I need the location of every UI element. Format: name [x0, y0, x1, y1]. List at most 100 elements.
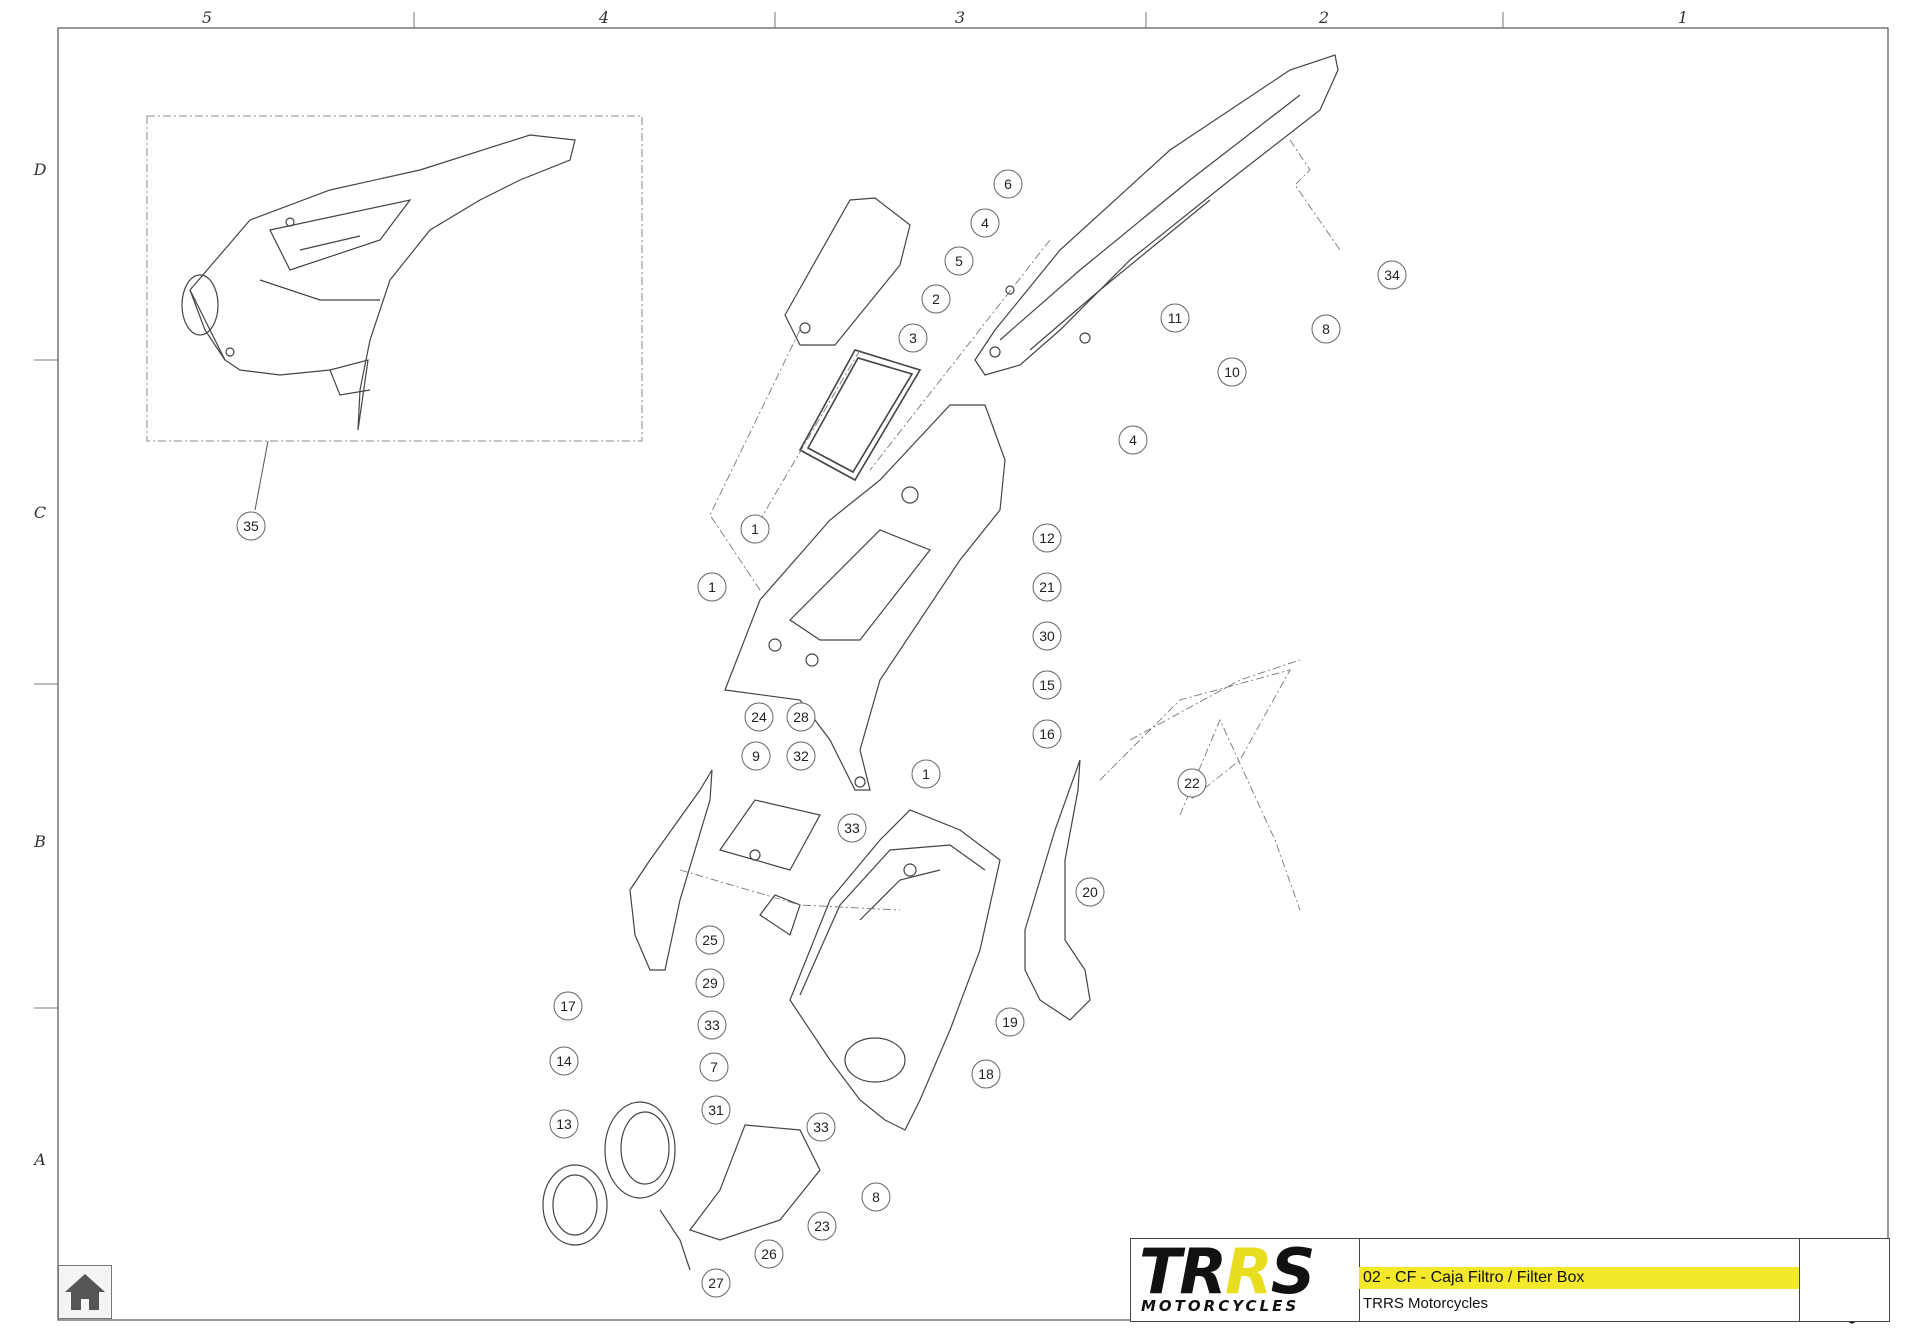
callout-text: 19 [1002, 1014, 1018, 1030]
logo-subtitle: MOTORCYCLES [1141, 1297, 1300, 1315]
callout-text: 8 [1322, 321, 1330, 337]
callout-bubble[interactable]: 19 [995, 1007, 1025, 1037]
callout-bubble[interactable]: 11 [1160, 303, 1190, 333]
callout-text: 28 [793, 709, 809, 725]
callout-text: 1 [708, 579, 716, 595]
callout-bubble[interactable]: 3 [898, 323, 928, 353]
callout-bubble[interactable]: 8 [861, 1182, 891, 1212]
grid-row-label: C [33, 503, 47, 522]
callout-bubble[interactable]: 20 [1075, 877, 1105, 907]
callout-bubble[interactable]: 14 [549, 1046, 579, 1076]
callout-text: 12 [1039, 530, 1055, 546]
callout-text: 15 [1039, 677, 1055, 693]
callout-bubble[interactable]: 23 [807, 1211, 837, 1241]
callout-text: 7 [710, 1059, 718, 1075]
callout-text: 29 [702, 975, 718, 991]
filter-gasket [798, 349, 922, 482]
callout-bubble[interactable]: 26 [754, 1239, 784, 1269]
air-filter-parts [542, 1101, 821, 1271]
callout-bubble[interactable]: 15 [1032, 670, 1062, 700]
grid-ticks [34, 12, 1504, 1009]
callout-bubble[interactable]: 6 [993, 169, 1023, 199]
callout-text: 4 [1129, 432, 1137, 448]
callout-bubble[interactable]: 4 [970, 208, 1000, 238]
title-block: TRRS MOTORCYCLES 02 - CF - Caja Filtro /… [1130, 1238, 1890, 1322]
callout-bubble[interactable]: 1 [697, 572, 727, 602]
home-button[interactable] [58, 1265, 112, 1319]
callout-bubble[interactable]: 34 [1377, 260, 1407, 290]
callout-bubble[interactable]: 8 [1311, 314, 1341, 344]
logo-wordmark: TRRS [1139, 1235, 1315, 1308]
callout-text: 24 [751, 709, 767, 725]
grid-column-label: 3 [954, 8, 966, 27]
callout-bubble[interactable]: 24 [744, 702, 774, 732]
callout-text: 20 [1082, 884, 1098, 900]
callout-bubble[interactable]: 4 [1118, 425, 1148, 455]
grid-row-label: A [34, 1150, 46, 1169]
callout-text: 22 [1184, 775, 1200, 791]
callout-bubble[interactable]: 30 [1032, 621, 1062, 651]
drawing-frame [57, 27, 1889, 1321]
callout-text: 34 [1384, 267, 1400, 283]
callout-text: 6 [1004, 176, 1012, 192]
callout-bubble[interactable]: 12 [1032, 523, 1062, 553]
callout-text: 13 [556, 1116, 572, 1132]
right-side-panel [1024, 759, 1091, 1021]
callout-text: 14 [556, 1053, 572, 1069]
grid-column-label: 4 [598, 8, 610, 27]
left-side-panel [629, 769, 713, 971]
callout-bubble[interactable]: 27 [701, 1268, 731, 1298]
callout-bubble[interactable]: 21 [1032, 572, 1062, 602]
trrs-logo: TRRS MOTORCYCLES [1131, 1239, 1360, 1321]
callout-text: 17 [560, 998, 576, 1014]
assembled-filter-box [181, 134, 576, 431]
callout-text: 2 [932, 291, 940, 307]
callout-text: 33 [844, 820, 860, 836]
callout-text: 35 [243, 518, 259, 534]
callout-bubble[interactable]: 1 [911, 759, 941, 789]
callout-bubble[interactable]: 25 [695, 925, 725, 955]
callout-bubble[interactable]: 7 [699, 1052, 729, 1082]
assembly-inset-box [146, 115, 643, 442]
callout-text: 5 [955, 253, 963, 269]
callout-bubble[interactable]: 17 [553, 991, 583, 1021]
callout-bubble[interactable]: 18 [971, 1059, 1001, 1089]
rear-fender [974, 54, 1339, 376]
callout-text: 1 [751, 521, 759, 537]
brand-cell [1799, 1239, 1890, 1321]
callout-bubble[interactable]: 32 [786, 741, 816, 771]
grid-column-label: 2 [1318, 8, 1330, 27]
callout-text: 10 [1224, 364, 1240, 380]
callout-bubble[interactable]: 35 [236, 511, 266, 541]
callout-bubble[interactable]: 28 [786, 702, 816, 732]
inner-bracket-plate [719, 799, 821, 936]
grid-row-label: D [33, 160, 47, 179]
callout-text: 27 [708, 1275, 724, 1291]
home-icon [65, 1274, 105, 1310]
callout-bubble[interactable]: 33 [837, 813, 867, 843]
callout-bubble[interactable]: 10 [1217, 357, 1247, 387]
callout-text: 16 [1039, 726, 1055, 742]
callout-bubble[interactable]: 1 [740, 514, 770, 544]
callout-bubble[interactable]: 2 [921, 284, 951, 314]
callout-bubble[interactable]: 13 [549, 1109, 579, 1139]
rear-fender-top-cover [724, 404, 1006, 791]
callout-bubble[interactable]: 9 [741, 741, 771, 771]
grid-column-label: 5 [201, 8, 213, 27]
grid-row-label: B [34, 832, 46, 851]
callout-bubble[interactable]: 22 [1177, 768, 1207, 798]
callout-bubble[interactable]: 16 [1032, 719, 1062, 749]
assembly-leader-lines [679, 139, 1341, 911]
callout-bubble[interactable]: 5 [944, 246, 974, 276]
callout-text: 32 [793, 748, 809, 764]
callout-bubble[interactable]: 31 [701, 1095, 731, 1125]
callout-bubble[interactable]: 29 [695, 968, 725, 998]
callout-text: 25 [702, 932, 718, 948]
callout-bubble[interactable]: 33 [697, 1010, 727, 1040]
top-cover-plate [784, 197, 911, 346]
callout-text: 33 [813, 1119, 829, 1135]
callout-text: 23 [814, 1218, 830, 1234]
callout-bubble[interactable]: 33 [806, 1112, 836, 1142]
callout-text: 31 [708, 1102, 724, 1118]
